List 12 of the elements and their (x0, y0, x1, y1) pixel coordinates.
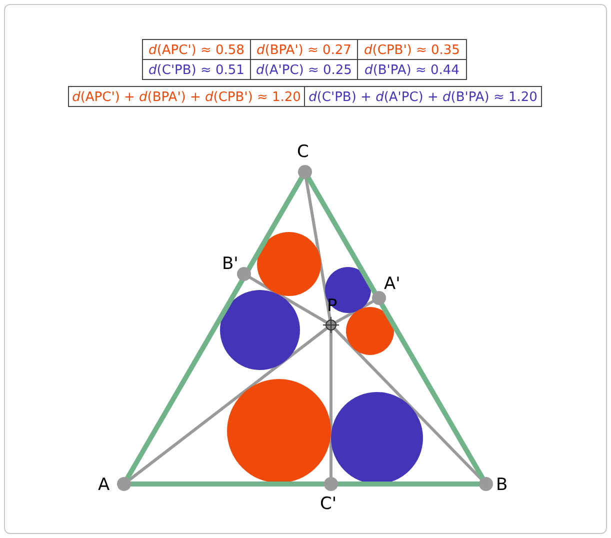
point-label: B' (222, 255, 238, 273)
table-cell: d(C'PB) + d(A'PC) + d(B'PA) ≈ 1.20 (304, 86, 542, 107)
point-label: B (496, 476, 508, 494)
table-cell: d(APC') ≈ 0.58 (142, 39, 251, 60)
point-label: C (297, 143, 309, 161)
point-label: A' (384, 275, 400, 293)
table-cell: d(APC') + d(BPA') + d(CPB') ≈ 1.20 (68, 86, 305, 107)
point-label: A (98, 476, 110, 494)
table-cell: d(C'PB) ≈ 0.51 (142, 59, 251, 80)
table-cell: d(B'PA) ≈ 0.44 (357, 59, 467, 80)
point-label: C' (320, 495, 337, 513)
table-cell: d(CPB') ≈ 0.35 (357, 39, 467, 60)
